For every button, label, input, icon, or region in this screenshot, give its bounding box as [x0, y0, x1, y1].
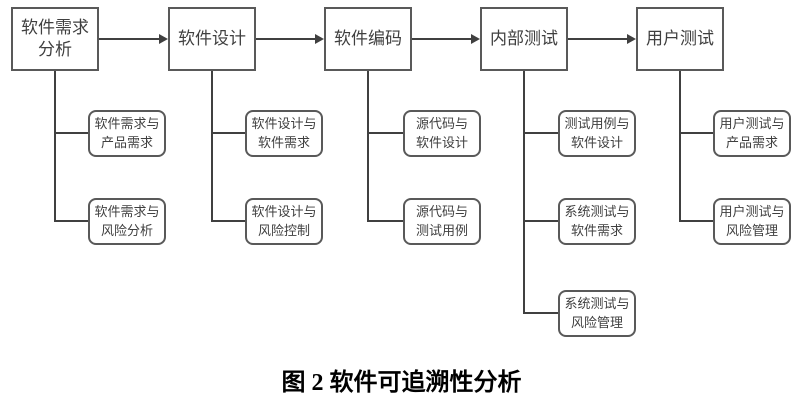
trace-label: 风险控制: [257, 222, 310, 238]
flow-arrow-head-icon: [159, 34, 168, 44]
trace-label: 软件设计: [415, 134, 468, 150]
trace-label: 软件需求: [257, 134, 310, 150]
stage-box-software-coding: 软件编码: [324, 7, 412, 71]
trunk-connector-line: [54, 70, 56, 222]
trace-box-user-test-vs-product-req: 用户测试与 产品需求: [713, 110, 791, 157]
trace-label: 产品需求: [725, 134, 778, 150]
trace-label: 软件设计与: [251, 116, 317, 132]
branch-connector-line: [211, 132, 245, 134]
branch-connector-line: [679, 220, 713, 222]
branch-connector-line: [367, 220, 403, 222]
trace-label: 用户测试与: [719, 204, 785, 220]
branch-connector-line: [367, 132, 403, 134]
trace-box-source-code-vs-test-cases: 源代码与 测试用例: [403, 198, 481, 245]
branch-connector-line: [211, 220, 245, 222]
figure-caption: 图 2 软件可追溯性分析: [281, 370, 522, 396]
trace-label: 源代码与: [415, 116, 468, 132]
flow-arrow-head-icon: [627, 34, 636, 44]
flow-arrow-line: [99, 38, 159, 40]
trace-box-software-design-vs-risk-control: 软件设计与 风险控制: [245, 198, 323, 245]
trace-label: 软件需求与: [94, 116, 160, 132]
trace-label: 软件需求与: [94, 204, 160, 220]
trace-box-user-test-vs-risk-management: 用户测试与 风险管理: [713, 198, 791, 245]
trace-label: 软件需求: [570, 222, 623, 238]
flow-arrow-head-icon: [471, 34, 480, 44]
trace-label: 产品需求: [100, 134, 153, 150]
trace-label: 源代码与: [415, 204, 468, 220]
trunk-connector-line: [679, 70, 681, 222]
trunk-connector-line: [523, 70, 525, 314]
trace-box-source-code-vs-software-design: 源代码与 软件设计: [403, 110, 481, 157]
branch-connector-line: [523, 312, 558, 314]
trace-label: 风险分析: [100, 222, 153, 238]
trace-label: 软件设计与: [251, 204, 317, 220]
stage-label: 软件设计: [178, 28, 246, 48]
branch-connector-line: [523, 220, 558, 222]
trace-label: 系统测试与: [564, 204, 630, 220]
flow-arrow-line: [568, 38, 627, 40]
branch-connector-line: [54, 132, 88, 134]
branch-connector-line: [679, 132, 713, 134]
trace-box-system-test-vs-risk-management: 系统测试与 风险管理: [558, 290, 636, 337]
trace-box-software-req-vs-risk-analysis: 软件需求与 风险分析: [88, 198, 166, 245]
trunk-connector-line: [367, 70, 369, 222]
trace-box-software-design-vs-software-req: 软件设计与 软件需求: [245, 110, 323, 157]
trace-label: 测试用例: [415, 222, 468, 238]
trace-label: 风险管理: [725, 222, 778, 238]
stage-box-internal-testing: 内部测试: [480, 7, 568, 71]
trunk-connector-line: [211, 70, 213, 222]
trace-box-system-test-vs-software-req: 系统测试与 软件需求: [558, 198, 636, 245]
stage-box-software-requirements-analysis: 软件需求 分析: [11, 7, 99, 71]
trace-label: 软件设计: [570, 134, 623, 150]
stage-label: 软件需求: [21, 17, 89, 37]
trace-box-test-cases-vs-software-design: 测试用例与 软件设计: [558, 110, 636, 157]
stage-label: 分析: [38, 40, 72, 59]
trace-label: 风险管理: [570, 314, 623, 330]
stage-label: 软件编码: [334, 28, 402, 48]
stage-box-software-design: 软件设计: [168, 7, 256, 71]
stage-label: 内部测试: [490, 28, 558, 48]
trace-label: 用户测试与: [719, 116, 785, 132]
branch-connector-line: [54, 220, 88, 222]
trace-label: 测试用例与: [564, 116, 630, 132]
stage-box-user-testing: 用户测试: [636, 7, 724, 71]
trace-box-software-req-vs-product-req: 软件需求与 产品需求: [88, 110, 166, 157]
branch-connector-line: [523, 132, 558, 134]
stage-label: 用户测试: [646, 28, 714, 48]
flow-arrow-head-icon: [315, 34, 324, 44]
flow-arrow-line: [256, 38, 315, 40]
flow-arrow-line: [412, 38, 471, 40]
trace-label: 系统测试与: [564, 296, 630, 312]
